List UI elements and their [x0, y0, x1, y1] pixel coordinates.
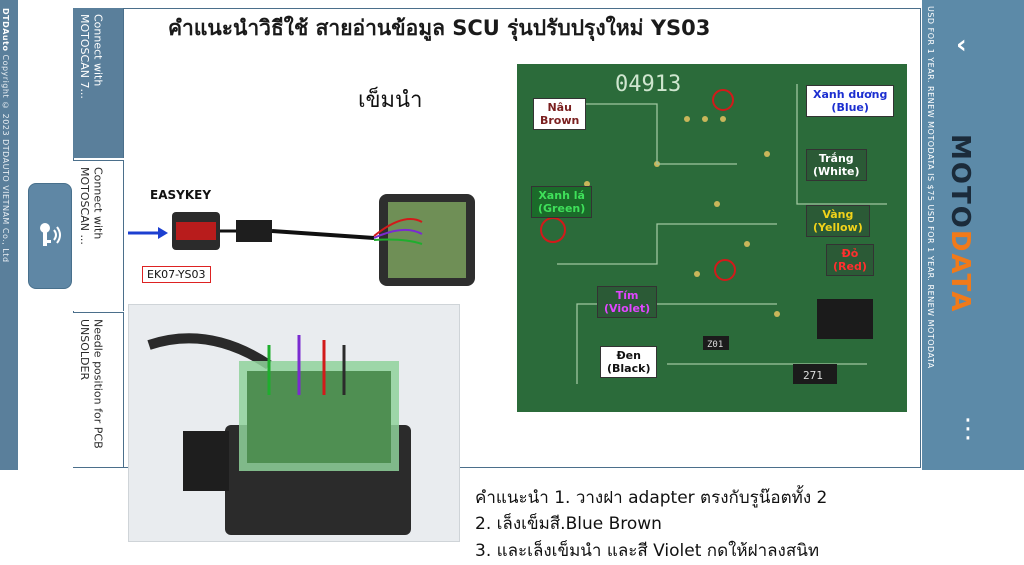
- part-number-badge: EK07-YS03: [142, 266, 211, 283]
- chevron-left-icon[interactable]: ‹: [956, 30, 967, 60]
- chip-id-text: 04913: [615, 72, 682, 97]
- tab-label: Needle position for PCB UNSOLDER: [77, 319, 105, 449]
- copyright-text: DTDAuto Copyright © 2023 DTDAUTO VIETNAM…: [1, 8, 10, 263]
- page-title: คำแนะนำวิธีใช้ สายอ่านข้อมูล SCU รุ่นปรั…: [168, 16, 711, 40]
- left-brand-bar: DTDAuto Copyright © 2023 DTDAUTO VIETNAM…: [0, 0, 18, 470]
- easykey-label: EASYKEY: [150, 188, 212, 202]
- device-photo: [128, 304, 460, 542]
- chip-text-z01: Z01: [707, 340, 723, 350]
- tab-connect-motoscan[interactable]: Connect with MOTOSCAN ...: [73, 160, 124, 311]
- instruction-line-2: 2. เล็งเข็มสี.Blue Brown: [475, 514, 662, 534]
- more-options-icon[interactable]: ⋮: [955, 414, 982, 444]
- needle-label: เข็มนำ: [358, 88, 423, 113]
- label-white: Trắng(White): [806, 149, 867, 182]
- tab-needle-position[interactable]: Needle position for PCB UNSOLDER: [73, 312, 124, 467]
- instruction-line-1: คำแนะนำ 1. วางฝา adapter ตรงกับรูน๊อตทั้…: [475, 488, 828, 508]
- app-key-icon-button[interactable]: [28, 183, 72, 289]
- label-blue: Xanh dương(Blue): [806, 85, 895, 118]
- motodata-logo: MOTODATA: [945, 134, 975, 314]
- label-green: Xanh lá(Green): [531, 186, 593, 219]
- key-icon: [40, 223, 61, 246]
- label-black: Đen(Black): [600, 346, 658, 379]
- pcb-traces: 271 Z01: [537, 84, 887, 384]
- device-photo-drawing: [129, 305, 459, 541]
- label-yellow: Vàng(Yellow): [806, 205, 870, 238]
- label-violet: Tím(Violet): [597, 286, 658, 319]
- tab-label: Connect with MOTOSCAN ...: [77, 167, 105, 245]
- renew-notice-text: USD FOR 1 YEAR. RENEW MOTODATA IS $75 US…: [926, 6, 935, 369]
- instruction-line-3: 3. และเล็งเข็มนำ และสี Violet กดให้ฝาลงส…: [475, 541, 820, 561]
- chip-text-271: 271: [803, 369, 823, 382]
- device-diagram: [128, 194, 475, 286]
- right-brand-bar: USD FOR 1 YEAR. RENEW MOTODATA IS $75 US…: [922, 0, 1024, 470]
- tab-connect-motoscan-7[interactable]: Connect with MOTOSCAN 7...: [73, 8, 124, 158]
- tab-label: Connect with MOTOSCAN 7...: [77, 14, 105, 99]
- label-red: Đỏ(Red): [826, 244, 874, 277]
